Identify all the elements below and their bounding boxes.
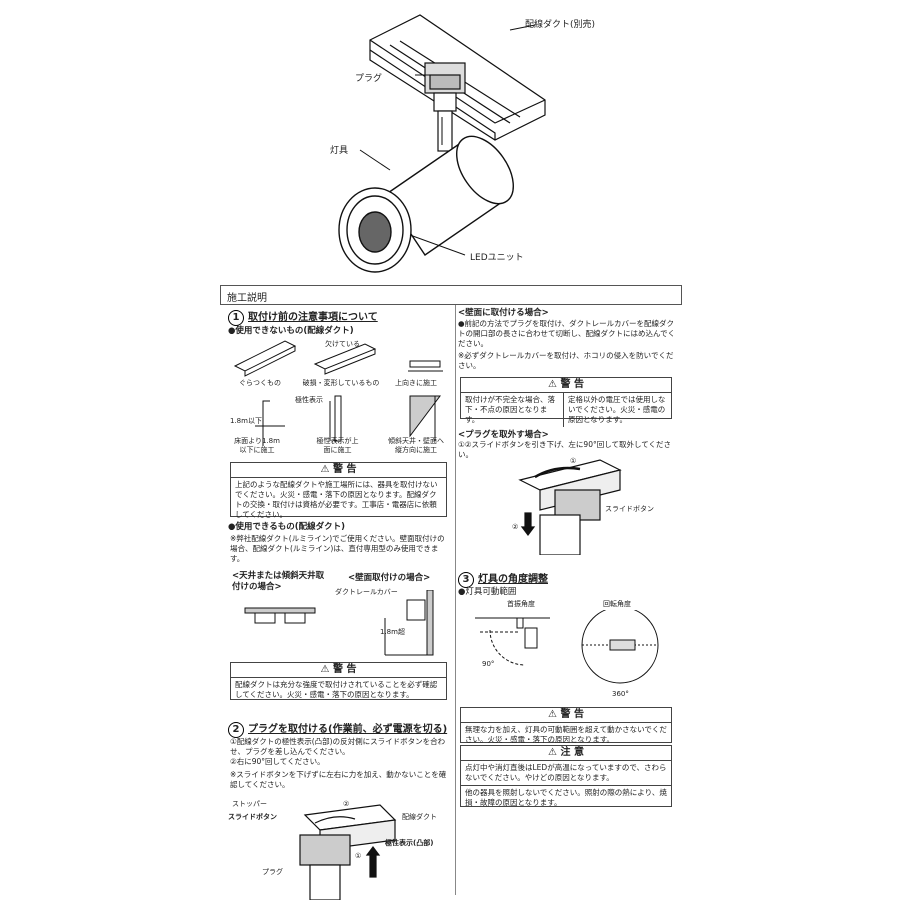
warning-box-1: ⚠ 警 告 上記のような配線ダクトや施工場所には、器具を取付けないでください。火…: [230, 462, 447, 519]
range-title: ●灯具可動範囲: [458, 587, 517, 597]
s2-step-1: ①配線ダクトの極性表示(凸部)の反対側にスライドボタンを合わせ、プラグを差し込ん…: [230, 737, 446, 756]
tilt-label: 首振角度: [507, 600, 535, 608]
warning-3-head: ⚠ 警 告: [461, 378, 671, 393]
s2-step-2: ②右に90°回してください。: [230, 757, 325, 766]
warning-3-right: 定格以外の電圧では使用しないでください。火災・感電の原因となります。: [568, 395, 666, 424]
section-2-text: プラグを取付ける(作業前、必ず電源を切る): [248, 724, 448, 735]
warning-box-4: ⚠ 警 告 無理な力を加え、灯具の可動範囲を超えて動かさないでください。火災・感…: [460, 707, 672, 744]
deg-360-label: 360°: [612, 690, 629, 698]
section-1-text: 取付け前の注意事項について: [248, 312, 378, 323]
cap-unusable-0: ぐらつくもの: [239, 379, 281, 387]
cap-unusable-5: 傾斜天井・壁面へ縦方向に施工: [388, 437, 444, 454]
caution-head: ⚠ 注 意: [461, 746, 671, 761]
caution-title: 注 意: [560, 747, 584, 758]
deg-90-label: 90°: [482, 660, 495, 668]
section-2-title: 2 プラグを取付ける(作業前、必ず電源を切る): [228, 720, 447, 738]
warning-2-body: 配線ダクトは充分な強度で取付けされていることを必ず確認してください。火災・感電・…: [235, 680, 438, 699]
cap-unusable-4: 極性表示が上面に施工: [316, 437, 359, 454]
remove-circ2: ②: [512, 523, 519, 531]
stopper-label: ストッパー: [232, 800, 267, 808]
warning-2-head: ⚠ 警 告: [231, 663, 446, 678]
slide-button-label: スライドボタン: [228, 813, 277, 821]
remove-circ1: ①: [570, 457, 577, 465]
wall-install-note: ※必ずダクトレールカバーを取付け、ホコリの侵入を防いでください。: [458, 351, 674, 370]
warning-3-body: 取付けが不完全な場合、落下・不点の原因となります。 定格以外の電圧では使用しない…: [461, 393, 671, 427]
usable-note: ※弊社配線ダクト(ルミライン)でご使用ください。壁面取付けの場合、配線ダクト(ル…: [230, 534, 445, 563]
warning-icon: ⚠: [548, 709, 561, 720]
wall-install-text: ●前記の方法でプラグを取付け、ダクトレールカバーを配線ダクトの開口部の長さに合わ…: [458, 319, 676, 348]
page-title: 施工説明: [227, 293, 267, 304]
warning-box-2: ⚠ 警 告 配線ダクトは充分な強度で取付けされていることを必ず確認してください。…: [230, 662, 447, 700]
plug-drawing: [424, 62, 466, 152]
caution-body-1: 点灯中や消灯直後はLEDが高温になっていますので、さわらないでください。やけどの…: [461, 761, 671, 786]
warning-icon: ⚠: [320, 464, 333, 475]
cap-unusable-3: 床面より1.8m以下に施工: [234, 437, 280, 454]
column-divider: [455, 305, 456, 895]
wall-install-title: <壁面に取付ける場合>: [458, 308, 549, 318]
polarity-label: 極性表示(凸部): [385, 839, 434, 847]
section-3-title: 3 灯具の角度調整: [458, 570, 548, 588]
rotate-label: 回転角度: [603, 600, 631, 608]
warning-2-title: 警 告: [332, 664, 357, 675]
s2-circ1: ①: [355, 852, 362, 860]
warning-icon: ⚠: [548, 379, 561, 390]
section-1-title: 1 取付け前の注意事項について: [228, 308, 378, 326]
warning-3-title: 警 告: [560, 379, 584, 390]
duct-label-2: 配線ダクト: [402, 813, 437, 821]
remove-text: ①②スライドボタンを引き下げ、左に90°回して取外してください。: [458, 440, 672, 459]
fixture-label: 灯具: [330, 146, 349, 156]
section-2-number: 2: [228, 722, 244, 738]
plug-label: プラグ: [355, 74, 383, 84]
ceiling-title: <天井または傾斜天井取付けの場合>: [232, 571, 325, 592]
usable-drawings: [244, 590, 434, 656]
warning-1-body: 上記のような配線ダクトや施工場所には、器具を取付けないでください。火災・感電・落…: [235, 480, 438, 519]
usable-title: ●使用できるもの(配線ダクト): [228, 522, 346, 532]
angle-drawings: [475, 610, 659, 684]
plug-install-drawing: [299, 804, 397, 900]
led-unit-label: LEDユニット: [470, 253, 524, 263]
cap-kyokusei: 極性表示: [295, 396, 323, 404]
plug-remove-drawing: [518, 459, 622, 555]
warning-icon: ⚠: [320, 664, 333, 675]
caution-icon: ⚠: [548, 747, 561, 758]
warning-box-3: ⚠ 警 告 取付けが不完全な場合、落下・不点の原因となります。 定格以外の電圧で…: [460, 377, 672, 427]
warning-4-title: 警 告: [560, 709, 584, 720]
wall-title: <壁面取付けの場合>: [348, 573, 431, 583]
s2-circ2: ②: [343, 800, 350, 808]
warning-3-left: 取付けが不完全な場合、落下・不点の原因となります。: [461, 393, 565, 427]
instructions-header: 施工説明: [220, 285, 682, 305]
section-3-number: 3: [458, 572, 474, 588]
plug-label-2: プラグ: [262, 868, 283, 876]
fixture-drawing: [338, 135, 514, 273]
unusable-drawings: [233, 340, 443, 446]
warning-1-title: 警 告: [332, 464, 357, 475]
section-1-number: 1: [228, 310, 244, 326]
warning-1-head: ⚠ 警 告: [231, 463, 446, 478]
caution-box: ⚠ 注 意 点灯中や消灯直後はLEDが高温になっていますので、さわらないでくださ…: [460, 745, 672, 807]
warning-4-body: 無理な力を加え、灯具の可動範囲を超えて動かさないでください。火災・感電・落下の原…: [465, 725, 667, 744]
section-3-text: 灯具の角度調整: [478, 574, 548, 585]
product-diagram: [338, 14, 546, 273]
cap-kake: 欠けている: [325, 340, 360, 348]
duct-label: 配線ダクト(別売): [525, 20, 596, 30]
cap-unusable-1: 破損・変形しているもの: [302, 379, 380, 387]
caution-body-2: 他の器具を照射しないでください。照射の際の熱により、焼損・故障の原因となります。: [465, 788, 667, 807]
remove-slide-label: スライドボタン: [605, 505, 654, 513]
duct-cover-label: ダクトレールカバー: [335, 588, 398, 596]
warning-4-head: ⚠ 警 告: [461, 708, 671, 723]
unusable-title: ●使用できないもの(配線ダクト): [228, 326, 354, 336]
over-18-label: 1.8m超: [380, 628, 405, 636]
s2-note: ※スライドボタンを下げずに左右に力を加え、動かないことを確認してください。: [230, 770, 447, 789]
cap-18: 1.8m以下: [230, 417, 262, 425]
cap-unusable-2: 上向きに施工: [395, 379, 437, 387]
remove-title: <プラグを取外す場合>: [458, 430, 549, 440]
